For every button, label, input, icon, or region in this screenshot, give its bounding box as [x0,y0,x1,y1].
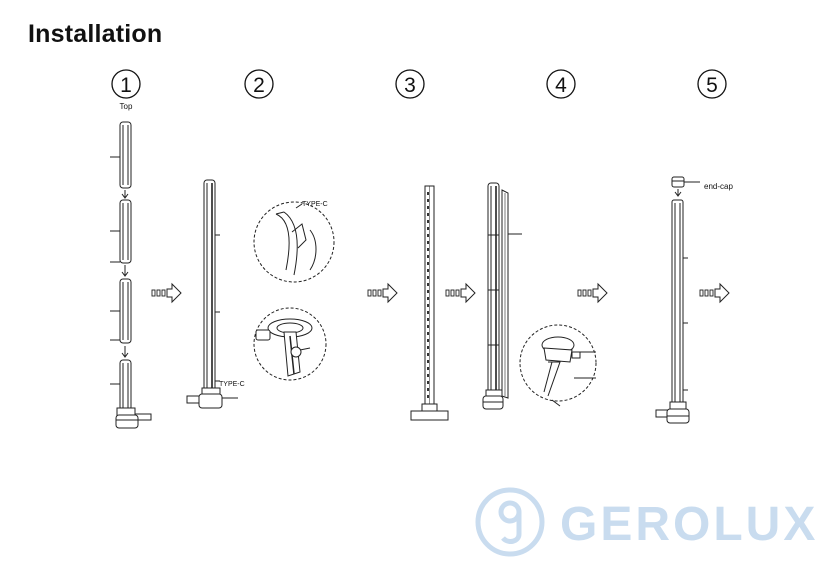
led-dot [427,346,429,349]
led-dot [427,381,429,384]
led-dot [427,311,429,314]
end-cap-label: end-cap [704,182,733,191]
led-dot [427,290,429,293]
led-dot [427,206,429,209]
led-dot [427,374,429,377]
svg-text:3: 3 [404,74,416,97]
led-dot [427,360,429,363]
step-4-tube [482,182,522,410]
led-dot [427,367,429,370]
led-dot [427,220,429,223]
led-dot [427,395,429,398]
led-dot [427,353,429,356]
step-3-number: 3 [395,69,425,99]
step-3-led-dots [427,192,429,398]
gerolux-logo-icon [475,487,545,557]
svg-text:5: 5 [706,74,718,97]
step-1-tube-segments [110,121,152,429]
led-dot [427,332,429,335]
top-label: Top [120,102,133,111]
led-dot [427,388,429,391]
led-dot [427,192,429,195]
gerolux-watermark-logo: GEROLUX [475,487,818,557]
led-dot [427,283,429,286]
step-2-cable-label: TYPE-C [219,381,245,388]
step-1-number: 1 [111,69,141,99]
svg-text:4: 4 [555,74,567,97]
led-dot [427,262,429,265]
led-dot [427,339,429,342]
step-2-detail-label: TYPE-C [302,201,328,208]
step-2-detail-bottom [253,307,327,381]
led-dot [427,269,429,272]
led-dot [427,227,429,230]
step-3-led-strip [410,185,449,421]
step-2-assembled-tube [186,179,238,409]
step-5-tube [655,176,700,424]
led-dot [427,234,429,237]
arrow-step-2-to-3 [367,283,398,303]
led-dot [427,199,429,202]
step-2-number: 2 [244,69,274,99]
arrow-step-5-out [699,283,730,303]
watermark-text: GEROLUX [560,498,818,551]
led-dot [427,318,429,321]
led-dot [427,241,429,244]
step-4-number: 4 [546,69,576,99]
step-5-number: 5 [697,69,727,99]
led-dot [427,213,429,216]
led-dot [427,325,429,328]
step-2-detail-top [253,201,335,283]
step-4-detail [519,324,597,407]
svg-text:1: 1 [120,74,132,97]
led-dot [427,248,429,251]
led-dot [427,255,429,258]
arrow-step-3-to-4 [445,283,476,303]
page-title: Installation [28,20,163,48]
arrow-step-4-to-5 [577,283,608,303]
arrow-step-1-to-2 [151,283,182,303]
led-dot [427,276,429,279]
led-dot [427,297,429,300]
svg-text:2: 2 [253,74,265,97]
led-dot [427,304,429,307]
